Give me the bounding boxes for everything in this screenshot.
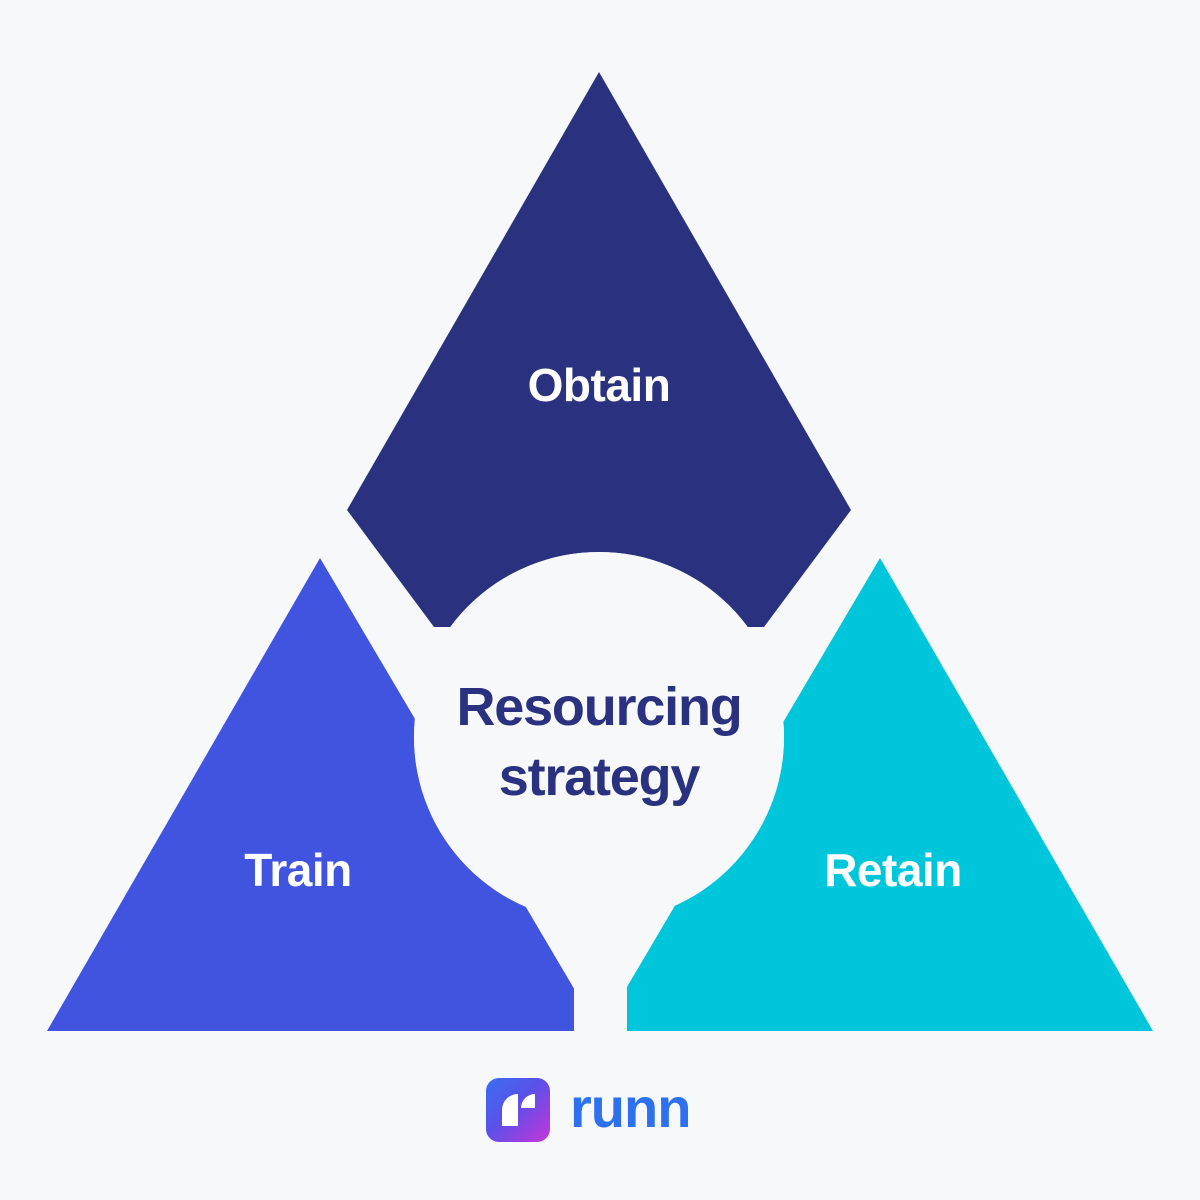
runn-mark-arc: [521, 1094, 535, 1108]
segment-retain-label: Retain: [824, 844, 962, 896]
segment-obtain-shape[interactable]: [347, 72, 851, 627]
runn-mark-icon: [486, 1078, 550, 1142]
segment-obtain-label: Obtain: [528, 359, 671, 411]
center-label-line2: strategy: [499, 747, 701, 807]
center-circle: [414, 552, 784, 922]
center-hub[interactable]: Resourcing strategy: [414, 552, 784, 922]
segment-obtain[interactable]: Obtain: [347, 72, 851, 627]
runn-mark-stem: [502, 1094, 518, 1126]
runn-logo[interactable]: runn: [486, 1074, 716, 1146]
center-label-line1: Resourcing: [456, 677, 741, 737]
segment-train-label: Train: [244, 844, 351, 896]
runn-wordmark: runn: [570, 1080, 690, 1136]
